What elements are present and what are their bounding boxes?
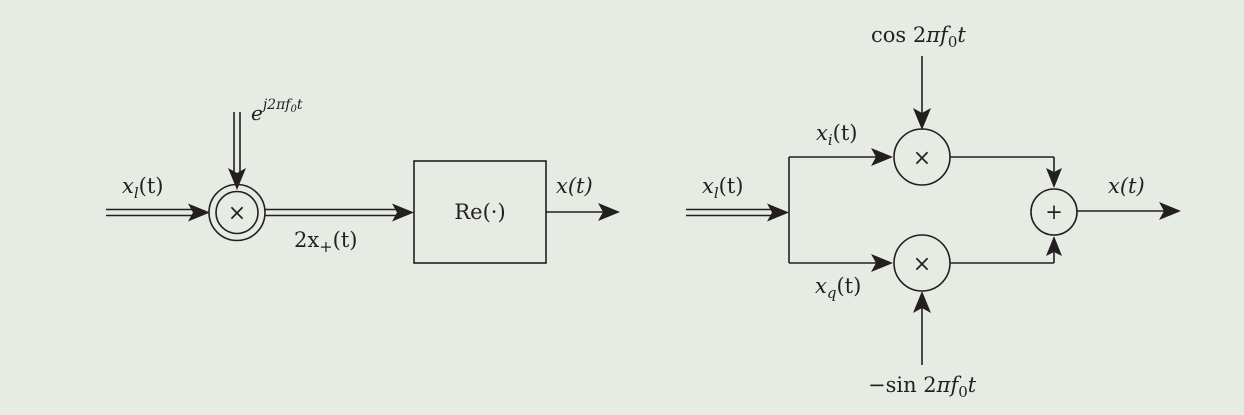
left-multiply-icon: ×: [228, 201, 246, 226]
bottom-carrier-label: −sin 2πf0t: [868, 373, 977, 401]
left-output-arrow: [546, 203, 620, 221]
top-carrier-arrow: [913, 56, 931, 130]
real-part-label: Re(·): [454, 200, 505, 224]
bottom-multiply-icon: ×: [913, 252, 931, 277]
right-output-arrow: [1077, 202, 1181, 220]
top-multiply-icon: ×: [913, 146, 931, 171]
bottom-multiplier: ×: [893, 234, 951, 292]
plus-icon: +: [1045, 200, 1063, 224]
left-diagram: xl(t) ej2πf0t × 2x+(t) Re(·): [106, 97, 620, 264]
left-output-label: x(t): [556, 174, 593, 198]
top-carrier-label: cos 2πf0t: [871, 23, 966, 51]
left-mid-arrow: [265, 203, 414, 222]
left-multiplier: ×: [208, 183, 266, 242]
split-branches: [788, 148, 893, 272]
right-diagram: xl(t) xi(t) xq(t) cos 2πf0t × ×: [686, 23, 1181, 401]
right-input-label: xl(t): [702, 174, 743, 202]
adder-inputs: [950, 156, 1062, 264]
quadrature-label: xq(t): [815, 274, 861, 302]
inphase-label: xi(t): [816, 121, 857, 149]
real-part-block: Re(·): [413, 160, 547, 264]
right-output-label: x(t): [1108, 174, 1145, 198]
right-input-arrow: [686, 203, 789, 222]
left-carrier-arrow: [228, 112, 246, 190]
top-multiplier: ×: [893, 128, 951, 186]
left-input-label: xl(t): [122, 174, 163, 202]
left-carrier-label: ej2πf0t: [251, 97, 303, 125]
bottom-carrier-arrow: [913, 291, 931, 365]
adder: +: [1030, 188, 1078, 236]
left-input-arrow: [106, 203, 210, 222]
left-mid-label: 2x+(t): [294, 228, 357, 256]
